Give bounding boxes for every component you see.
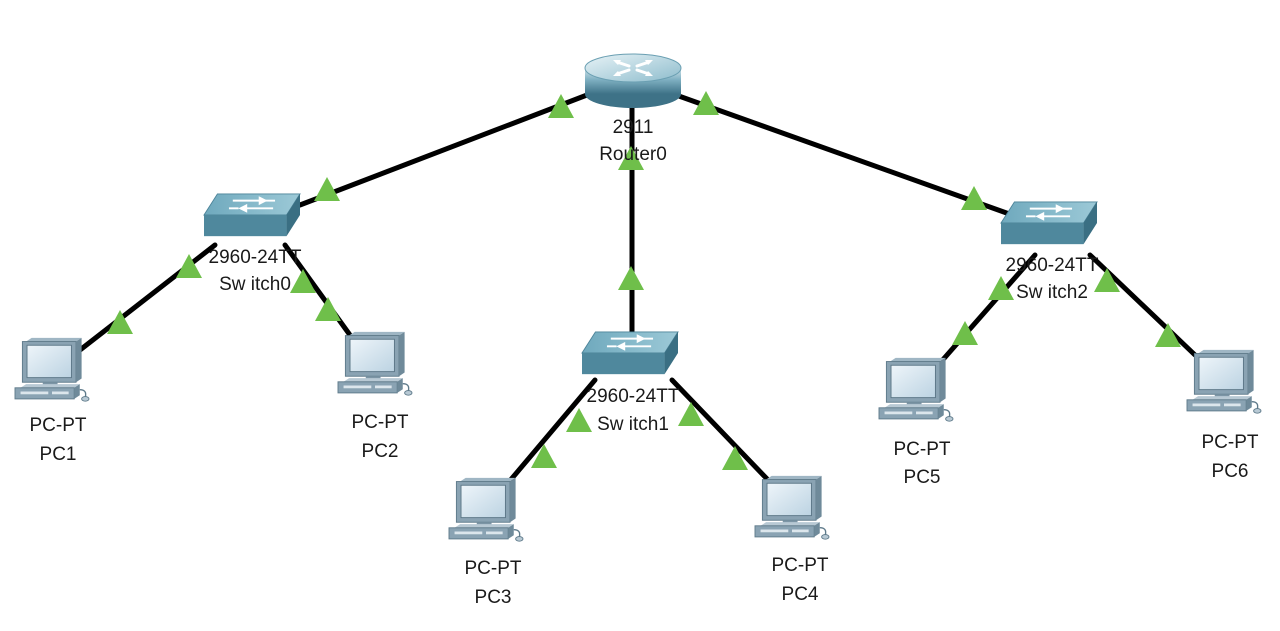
device-name-label: PC4 <box>782 584 819 605</box>
switch-icon <box>1000 200 1098 246</box>
pc-icon <box>878 357 954 422</box>
link-status-layer <box>107 91 1181 470</box>
link-up-indicator <box>107 310 133 334</box>
device-pc4[interactable]: PC-PT PC4 <box>754 475 830 605</box>
link-up-indicator <box>176 254 202 278</box>
device-pc3[interactable]: PC-PT PC3 <box>448 477 524 608</box>
link-up-indicator <box>678 402 704 426</box>
link-switch1-pc4[interactable] <box>669 377 773 485</box>
device-model-label: PC-PT <box>1202 432 1259 453</box>
device-name-label: PC6 <box>1212 461 1249 482</box>
pc-icon <box>14 337 90 402</box>
link-up-indicator <box>1094 268 1120 292</box>
link-up-indicator <box>722 446 748 470</box>
device-model-label: PC-PT <box>30 415 87 436</box>
pc-icon <box>448 477 524 542</box>
device-model-label: PC-PT <box>465 558 522 579</box>
device-name-label: Router0 <box>599 144 667 165</box>
device-pc5[interactable]: PC-PT PC5 <box>878 357 954 488</box>
device-switch2[interactable]: 2960-24TT Sw itch2 <box>1000 200 1099 303</box>
device-model-label: PC-PT <box>352 412 409 433</box>
device-model-label: 2960-24TT <box>209 247 302 268</box>
link-up-indicator <box>548 94 574 118</box>
device-model-label: 2911 <box>613 117 654 138</box>
device-model-label: PC-PT <box>894 439 951 460</box>
device-model-label: PC-PT <box>772 555 829 576</box>
link-up-indicator <box>566 408 592 432</box>
device-router0[interactable]: 2911 Router0 <box>583 52 683 165</box>
device-model-label: 2960-24TT <box>587 386 680 407</box>
device-name-label: PC2 <box>362 441 399 462</box>
pc-icon <box>754 475 830 540</box>
device-model-label: 2960-24TT <box>1006 255 1099 276</box>
pc-icon <box>1186 349 1262 414</box>
link-up-indicator <box>314 177 340 201</box>
link-up-indicator <box>290 269 316 293</box>
device-switch1[interactable]: 2960-24TT Sw itch1 <box>581 330 680 435</box>
link-up-indicator <box>618 146 644 170</box>
pc-icon <box>337 331 413 396</box>
device-name-label: Sw itch0 <box>219 274 291 295</box>
link-switch0-pc1[interactable] <box>77 242 218 353</box>
link-up-indicator <box>315 297 341 321</box>
link-switch1-pc3[interactable] <box>505 377 598 486</box>
switch-icon <box>203 192 301 238</box>
router-icon <box>583 52 683 110</box>
link-up-indicator <box>961 186 987 210</box>
device-name-label: Sw itch2 <box>1016 282 1088 303</box>
link-up-indicator <box>1155 323 1181 347</box>
device-pc2[interactable]: PC-PT PC2 <box>337 331 413 462</box>
link-up-indicator <box>693 91 719 115</box>
link-up-indicator <box>618 266 644 290</box>
device-pc6[interactable]: PC-PT PC6 <box>1186 349 1262 482</box>
link-switch2-pc6[interactable] <box>1087 252 1198 358</box>
device-name-label: Sw itch1 <box>597 414 669 435</box>
link-switch0-pc2[interactable] <box>282 242 358 345</box>
device-name-label: PC3 <box>475 587 512 608</box>
link-up-indicator <box>531 444 557 468</box>
link-router0-switch0[interactable] <box>297 87 603 208</box>
device-name-label: PC1 <box>40 444 77 465</box>
device-name-label: PC5 <box>904 467 941 488</box>
device-switch0[interactable]: 2960-24TT Sw itch0 <box>203 192 302 295</box>
device-pc1[interactable]: PC-PT PC1 <box>14 337 90 465</box>
switch-icon <box>581 330 679 376</box>
link-router0-switch2[interactable] <box>659 87 1018 219</box>
link-up-indicator <box>988 276 1014 300</box>
link-up-indicator <box>952 321 978 345</box>
